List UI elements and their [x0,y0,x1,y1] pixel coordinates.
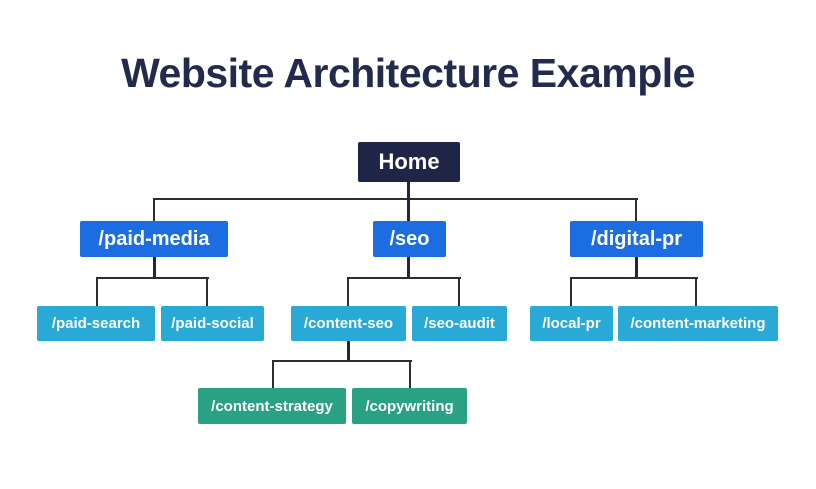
node-content-seo: /content-seo [291,306,406,341]
connector-seo-stub [407,257,410,279]
node-paid-social: /paid-social [161,306,264,341]
connector-drop-seo [407,198,410,221]
connector-drop-content-marketing [695,277,697,306]
connector-paid-media-stub [153,257,156,279]
node-local-pr: /local-pr [530,306,613,341]
connector-drop-digital-pr [635,198,637,221]
connector-home-stub [407,182,410,200]
connector-content-seo-stub [347,341,350,362]
node-paid-media: /paid-media [80,221,228,257]
node-content-strategy: /content-strategy [198,388,346,424]
connector-drop-content-seo [347,277,349,306]
connector-drop-paid-media [153,198,155,221]
connector-drop-paid-social [206,277,208,306]
node-paid-search: /paid-search [37,306,155,341]
connector-digital-pr-horizontal [570,277,698,279]
connector-content-seo-horizontal [272,360,412,362]
connector-drop-content-strategy [272,360,274,388]
node-seo-audit: /seo-audit [412,306,507,341]
connector-digital-pr-stub [635,257,638,279]
node-seo: /seo [373,221,446,257]
page-title: Website Architecture Example [121,50,695,96]
node-content-marketing: /content-marketing [618,306,778,341]
connector-drop-seo-audit [458,277,460,306]
connector-seo-horizontal [347,277,461,279]
connector-root-horizontal [153,198,638,200]
connector-paid-media-horizontal [96,277,209,279]
node-digital-pr: /digital-pr [570,221,703,257]
node-home: Home [358,142,460,182]
connector-drop-paid-search [96,277,98,306]
connector-drop-local-pr [570,277,572,306]
node-copywriting: /copywriting [352,388,467,424]
connector-drop-copywriting [409,360,411,388]
